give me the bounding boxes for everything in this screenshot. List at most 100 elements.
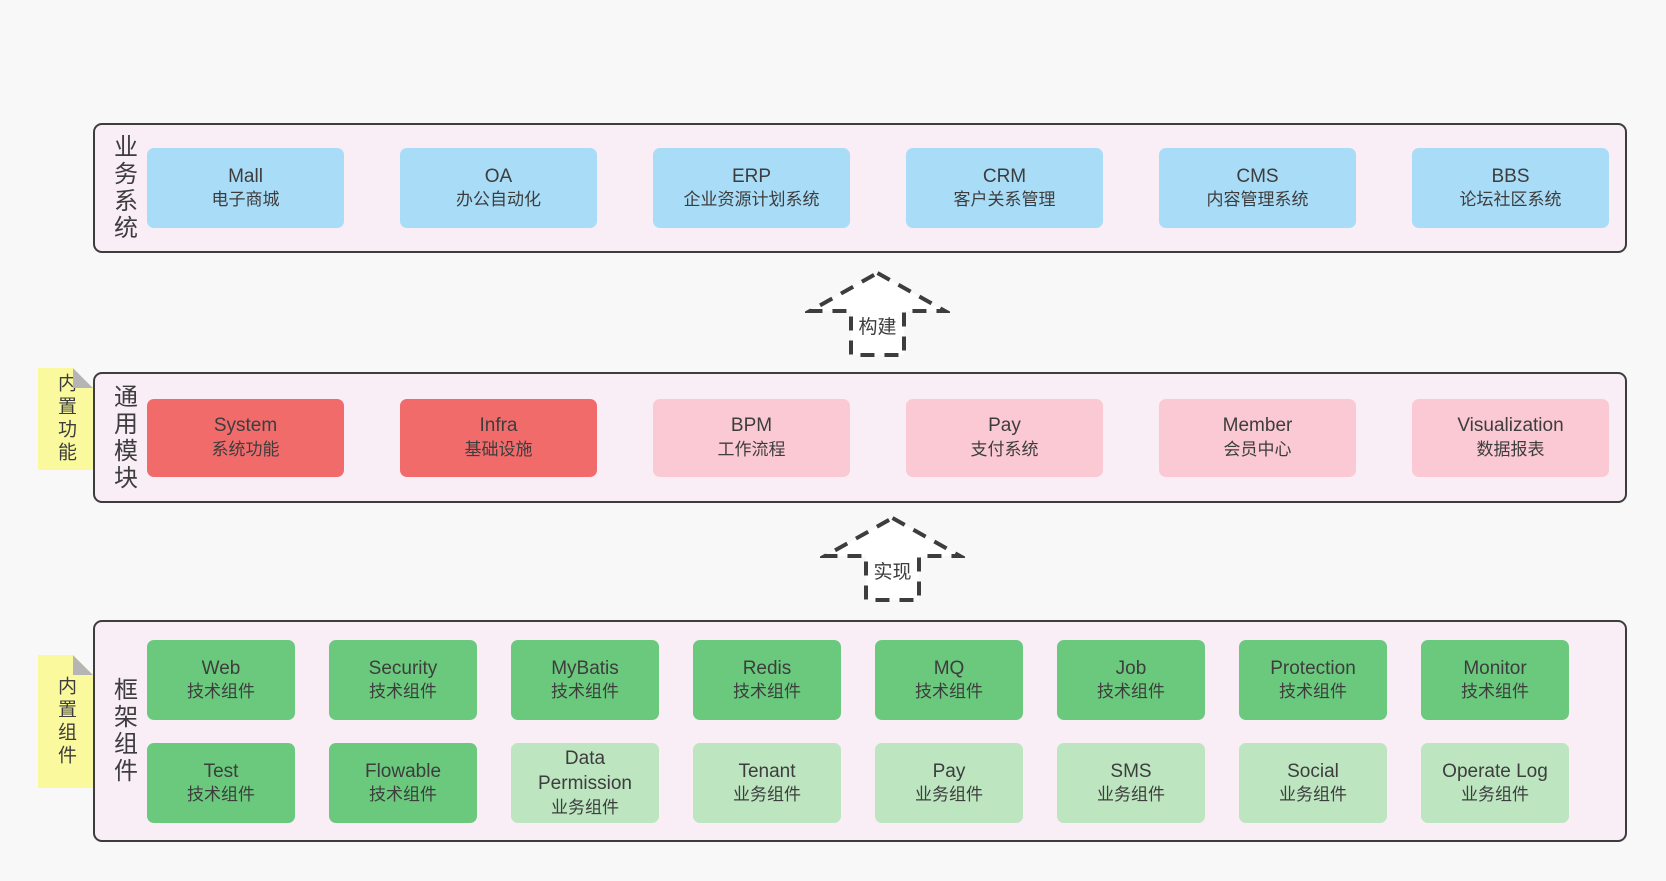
layer-modules-content: System 系统功能 Infra 基础设施 BPM 工作流程 Pay 支付系统…: [147, 374, 1609, 501]
box-monitor: Monitor 技术组件: [1421, 640, 1569, 720]
layer-label-business-systems: 业务系统: [109, 134, 137, 242]
box-title: OA: [484, 165, 513, 187]
box-title: BPM: [730, 415, 773, 437]
box-title: Mall: [228, 165, 263, 187]
box-title: CMS: [1236, 165, 1279, 187]
box-security: Security 技术组件: [329, 640, 477, 720]
box-title: Operate Log: [1442, 760, 1548, 782]
layer-common-modules: 通用模块 System 系统功能 Infra 基础设施 BPM 工作流程 Pay…: [93, 372, 1627, 503]
box-title: Redis: [742, 657, 792, 679]
box-mq: MQ 技术组件: [875, 640, 1023, 720]
box-title: Job: [1115, 657, 1147, 679]
box-system: System 系统功能: [147, 398, 344, 477]
sticky-note-label: 内置组件: [55, 675, 76, 768]
box-title: BBS: [1491, 165, 1530, 187]
box-subtitle: 企业资源计划系统: [683, 190, 820, 210]
box-subtitle: 技术组件: [369, 682, 437, 702]
box-title: Monitor: [1463, 657, 1527, 679]
components-row-2: Test 技术组件 Flowable 技术组件 Data Permission …: [147, 743, 1569, 823]
box-data-permission: Data Permission 业务组件: [511, 743, 659, 823]
box-erp: ERP 企业资源计划系统: [653, 148, 850, 228]
box-redis: Redis 技术组件: [693, 640, 841, 720]
box-web: Web 技术组件: [147, 640, 295, 720]
box-subtitle: 业务组件: [733, 785, 801, 805]
box-member: Member 会员中心: [1159, 398, 1356, 477]
box-title: Member: [1222, 415, 1293, 437]
box-title: Web: [201, 657, 241, 679]
box-subtitle: 技术组件: [1461, 682, 1529, 702]
box-title: CRM: [982, 165, 1027, 187]
box-flowable: Flowable 技术组件: [329, 743, 477, 823]
box-title: Social: [1287, 760, 1339, 782]
box-job: Job 技术组件: [1057, 640, 1205, 720]
build-arrow-label: 构建: [855, 312, 900, 339]
layer-business-systems: 业务系统 Mall 电子商城 OA 办公自动化 ERP 企业资源计划系统 CRM…: [93, 123, 1627, 253]
box-subtitle: 技术组件: [187, 682, 255, 702]
box-sms: SMS 业务组件: [1057, 743, 1205, 823]
box-subtitle: 业务组件: [551, 797, 619, 817]
layer-business-content: Mall 电子商城 OA 办公自动化 ERP 企业资源计划系统 CRM 客户关系…: [147, 125, 1609, 251]
box-title: Security: [368, 657, 438, 679]
box-mall: Mall 电子商城: [147, 148, 344, 228]
box-title: Data Permission: [538, 748, 632, 794]
box-subtitle: 业务组件: [1461, 785, 1529, 805]
box-visualization: Visualization 数据报表: [1412, 398, 1609, 477]
box-subtitle: 支付系统: [970, 439, 1039, 459]
box-cms: CMS 内容管理系统: [1159, 148, 1356, 228]
layer-label-framework-components: 框架组件: [109, 677, 137, 785]
box-subtitle: 技术组件: [369, 785, 437, 805]
box-subtitle: 业务组件: [1097, 785, 1165, 805]
box-subtitle: 系统功能: [211, 439, 280, 459]
box-subtitle: 技术组件: [1279, 682, 1347, 702]
box-subtitle: 技术组件: [187, 785, 255, 805]
box-title: MyBatis: [551, 657, 619, 679]
box-subtitle: 客户关系管理: [953, 190, 1056, 210]
box-test: Test 技术组件: [147, 743, 295, 823]
box-subtitle: 电子商城: [211, 190, 280, 210]
box-pay-system: Pay 支付系统: [906, 398, 1103, 477]
box-oa: OA 办公自动化: [400, 148, 597, 228]
box-subtitle: 工作流程: [717, 439, 786, 459]
box-mybatis: MyBatis 技术组件: [511, 640, 659, 720]
box-title: Test: [203, 760, 239, 782]
box-subtitle: 业务组件: [915, 785, 983, 805]
build-arrow: 构建: [805, 270, 950, 358]
layer-components-content: Web 技术组件 Security 技术组件 MyBatis 技术组件 Redi…: [147, 640, 1569, 823]
components-row-1: Web 技术组件 Security 技术组件 MyBatis 技术组件 Redi…: [147, 640, 1569, 720]
box-subtitle: 办公自动化: [456, 190, 541, 210]
box-social: Social 业务组件: [1239, 743, 1387, 823]
sticky-note-label: 内置功能: [55, 373, 76, 465]
box-protection: Protection 技术组件: [1239, 640, 1387, 720]
box-subtitle: 技术组件: [551, 682, 619, 702]
box-subtitle: 会员中心: [1223, 439, 1292, 459]
layer-framework-components: 框架组件 Web 技术组件 Security 技术组件 MyBatis 技术组件…: [93, 620, 1627, 842]
box-title: System: [213, 415, 278, 437]
box-subtitle: 论坛社区系统: [1459, 190, 1562, 210]
box-bbs: BBS 论坛社区系统: [1412, 148, 1609, 228]
box-title: Tenant: [738, 760, 796, 782]
box-infra: Infra 基础设施: [400, 398, 597, 477]
sticky-fold-corner: [73, 655, 93, 675]
sticky-note-built-in-components: 内置组件: [38, 655, 93, 788]
box-subtitle: 数据报表: [1476, 439, 1545, 459]
box-title: Pay: [932, 760, 966, 782]
box-title: Pay: [988, 415, 1021, 437]
box-title: Visualization: [1457, 415, 1564, 437]
box-pay-component: Pay 业务组件: [875, 743, 1023, 823]
box-subtitle: 内容管理系统: [1206, 190, 1309, 210]
box-title: MQ: [933, 657, 965, 679]
box-subtitle: 技术组件: [915, 682, 983, 702]
box-title: SMS: [1110, 760, 1152, 782]
box-subtitle: 技术组件: [1097, 682, 1165, 702]
box-crm: CRM 客户关系管理: [906, 148, 1103, 228]
box-bpm: BPM 工作流程: [653, 398, 850, 477]
box-title: Flowable: [364, 760, 442, 782]
box-tenant: Tenant 业务组件: [693, 743, 841, 823]
box-subtitle: 基础设施: [464, 439, 533, 459]
sticky-note-built-in-features: 内置功能: [38, 368, 93, 470]
layer-label-common-modules: 通用模块: [109, 383, 137, 492]
box-operate-log: Operate Log 业务组件: [1421, 743, 1569, 823]
box-subtitle: 业务组件: [1279, 785, 1347, 805]
box-title: ERP: [731, 165, 772, 187]
